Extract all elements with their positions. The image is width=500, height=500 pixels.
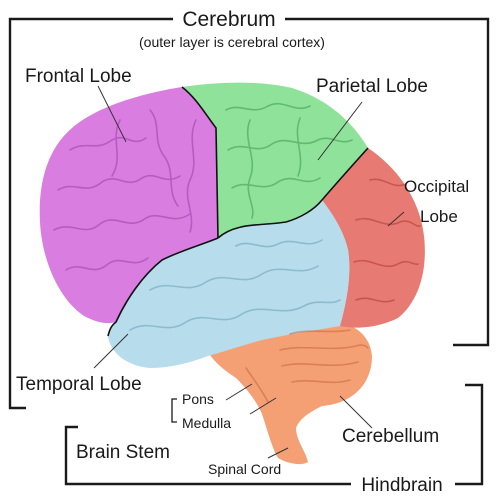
brain-illustration bbox=[39, 82, 425, 465]
cerebellum-folia bbox=[245, 329, 369, 403]
occipital-label-line2: Lobe bbox=[420, 207, 458, 226]
parietal-lobe-region bbox=[182, 82, 368, 239]
parietal-lobe-label: Parietal Lobe bbox=[316, 76, 428, 97]
hindbrain-label: Hindbrain bbox=[361, 475, 442, 496]
occipital-lobe-region bbox=[322, 148, 425, 328]
frontal-gyri bbox=[53, 109, 197, 271]
frontal-leader bbox=[97, 85, 127, 143]
brain-stem-label: Brain Stem bbox=[76, 442, 170, 463]
pons-label: Pons bbox=[182, 391, 214, 407]
cerebellum-label: Cerebellum bbox=[342, 426, 439, 447]
hindbrain-bracket bbox=[455, 383, 484, 486]
leader-lines bbox=[93, 85, 405, 459]
cerebrum-label: Cerebrum bbox=[182, 8, 275, 31]
spinal-cord-leader bbox=[267, 447, 289, 459]
cerebrum-note: (outer layer is cerebral cortex) bbox=[139, 34, 325, 50]
cerebrum-bracket bbox=[8, 17, 173, 410]
labels: Cerebrum (outer layer is cerebral cortex… bbox=[16, 8, 469, 496]
temporal-gyri bbox=[129, 239, 341, 331]
parietal-occipital-boundary bbox=[321, 147, 369, 201]
cerebellum-leader bbox=[339, 395, 373, 429]
cerebrum-bracket-right bbox=[285, 17, 490, 347]
occipital-label-line1: Occipital bbox=[404, 177, 469, 196]
temporal-leader bbox=[93, 333, 129, 369]
frontal-parietal-boundary bbox=[181, 86, 219, 239]
temporal-frontal-boundary bbox=[107, 237, 219, 337]
medulla-leader bbox=[249, 397, 277, 415]
occipital-leader bbox=[387, 211, 405, 227]
parietal-gyri bbox=[225, 102, 353, 219]
bracket-lines bbox=[8, 17, 490, 486]
parietal-temporal-boundary bbox=[217, 199, 323, 239]
parietal-leader bbox=[317, 101, 363, 161]
pons-leader bbox=[225, 383, 253, 401]
medulla-label: Medulla bbox=[182, 415, 231, 431]
hindbrain-bracket-left bbox=[64, 425, 351, 486]
brainstem-bracket bbox=[171, 398, 177, 423]
frontal-lobe-label: Frontal Lobe bbox=[25, 66, 132, 87]
occipital-gyri bbox=[353, 178, 421, 303]
spinal-cord-label: Spinal Cord bbox=[208, 461, 281, 477]
temporal-lobe-label: Temporal Lobe bbox=[16, 374, 142, 395]
hindbrain-region bbox=[208, 317, 372, 465]
